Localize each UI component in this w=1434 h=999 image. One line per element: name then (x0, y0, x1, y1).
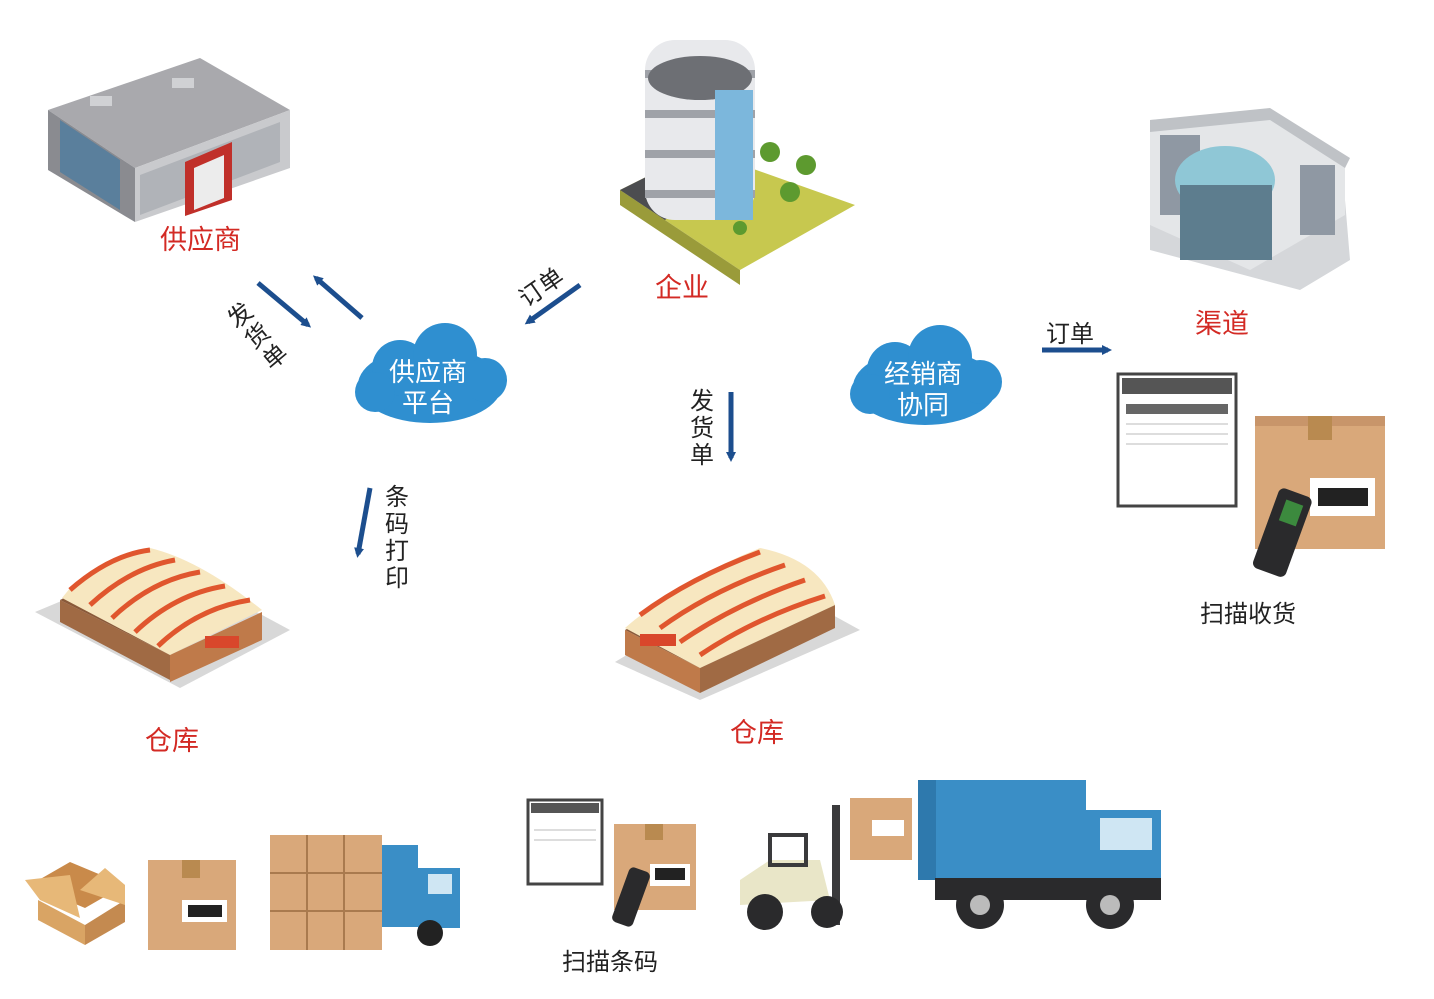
ship-order-center-label: 发货单 (690, 387, 714, 469)
warehouse-left-icon (35, 547, 290, 688)
warehouse-center-label: 仓库 (730, 718, 784, 749)
arrow-to-supplier (312, 275, 364, 320)
arrow-to-platform (256, 281, 312, 328)
dealer-collab-text: 经销商 协同 (873, 360, 973, 422)
supplier-platform-line1: 供应商 (388, 358, 467, 388)
channel-building-icon (1150, 108, 1350, 290)
open-box-icon (25, 862, 125, 945)
dealer-collab-line1: 经销商 (883, 360, 962, 390)
barcode-print-label: 条码打印 (385, 483, 409, 592)
dealer-collab-cloud-icon (850, 325, 1002, 425)
supplier-building-icon (48, 58, 290, 222)
scan-receive-icon (1116, 372, 1385, 577)
warehouse-center-icon (615, 548, 860, 700)
supplier-platform-cloud-icon (355, 323, 507, 423)
enterprise-building-icon (620, 40, 855, 285)
enterprise-label: 企业 (655, 273, 709, 304)
scan-barcode-icon (526, 798, 696, 927)
arrow-order-to-platform (524, 282, 582, 325)
warehouse-left-label: 仓库 (145, 726, 199, 757)
labeled-box-icon (148, 860, 236, 950)
arrow-print-down (354, 487, 373, 558)
supplier-platform-line2: 平台 (401, 389, 454, 419)
scan-receive-caption: 扫描收货 (1200, 600, 1296, 628)
order-channel-label: 订单 (1046, 320, 1094, 348)
dealer-collab-line2: 协同 (896, 391, 949, 421)
loaded-truck-small-icon (270, 835, 460, 950)
forklift-truck-icon (740, 780, 1161, 930)
supplier-label: 供应商 (160, 225, 241, 256)
channel-label: 渠道 (1195, 309, 1249, 340)
supplier-platform-text: 供应商 平台 (378, 358, 478, 420)
scan-barcode-caption: 扫描条码 (562, 948, 658, 976)
